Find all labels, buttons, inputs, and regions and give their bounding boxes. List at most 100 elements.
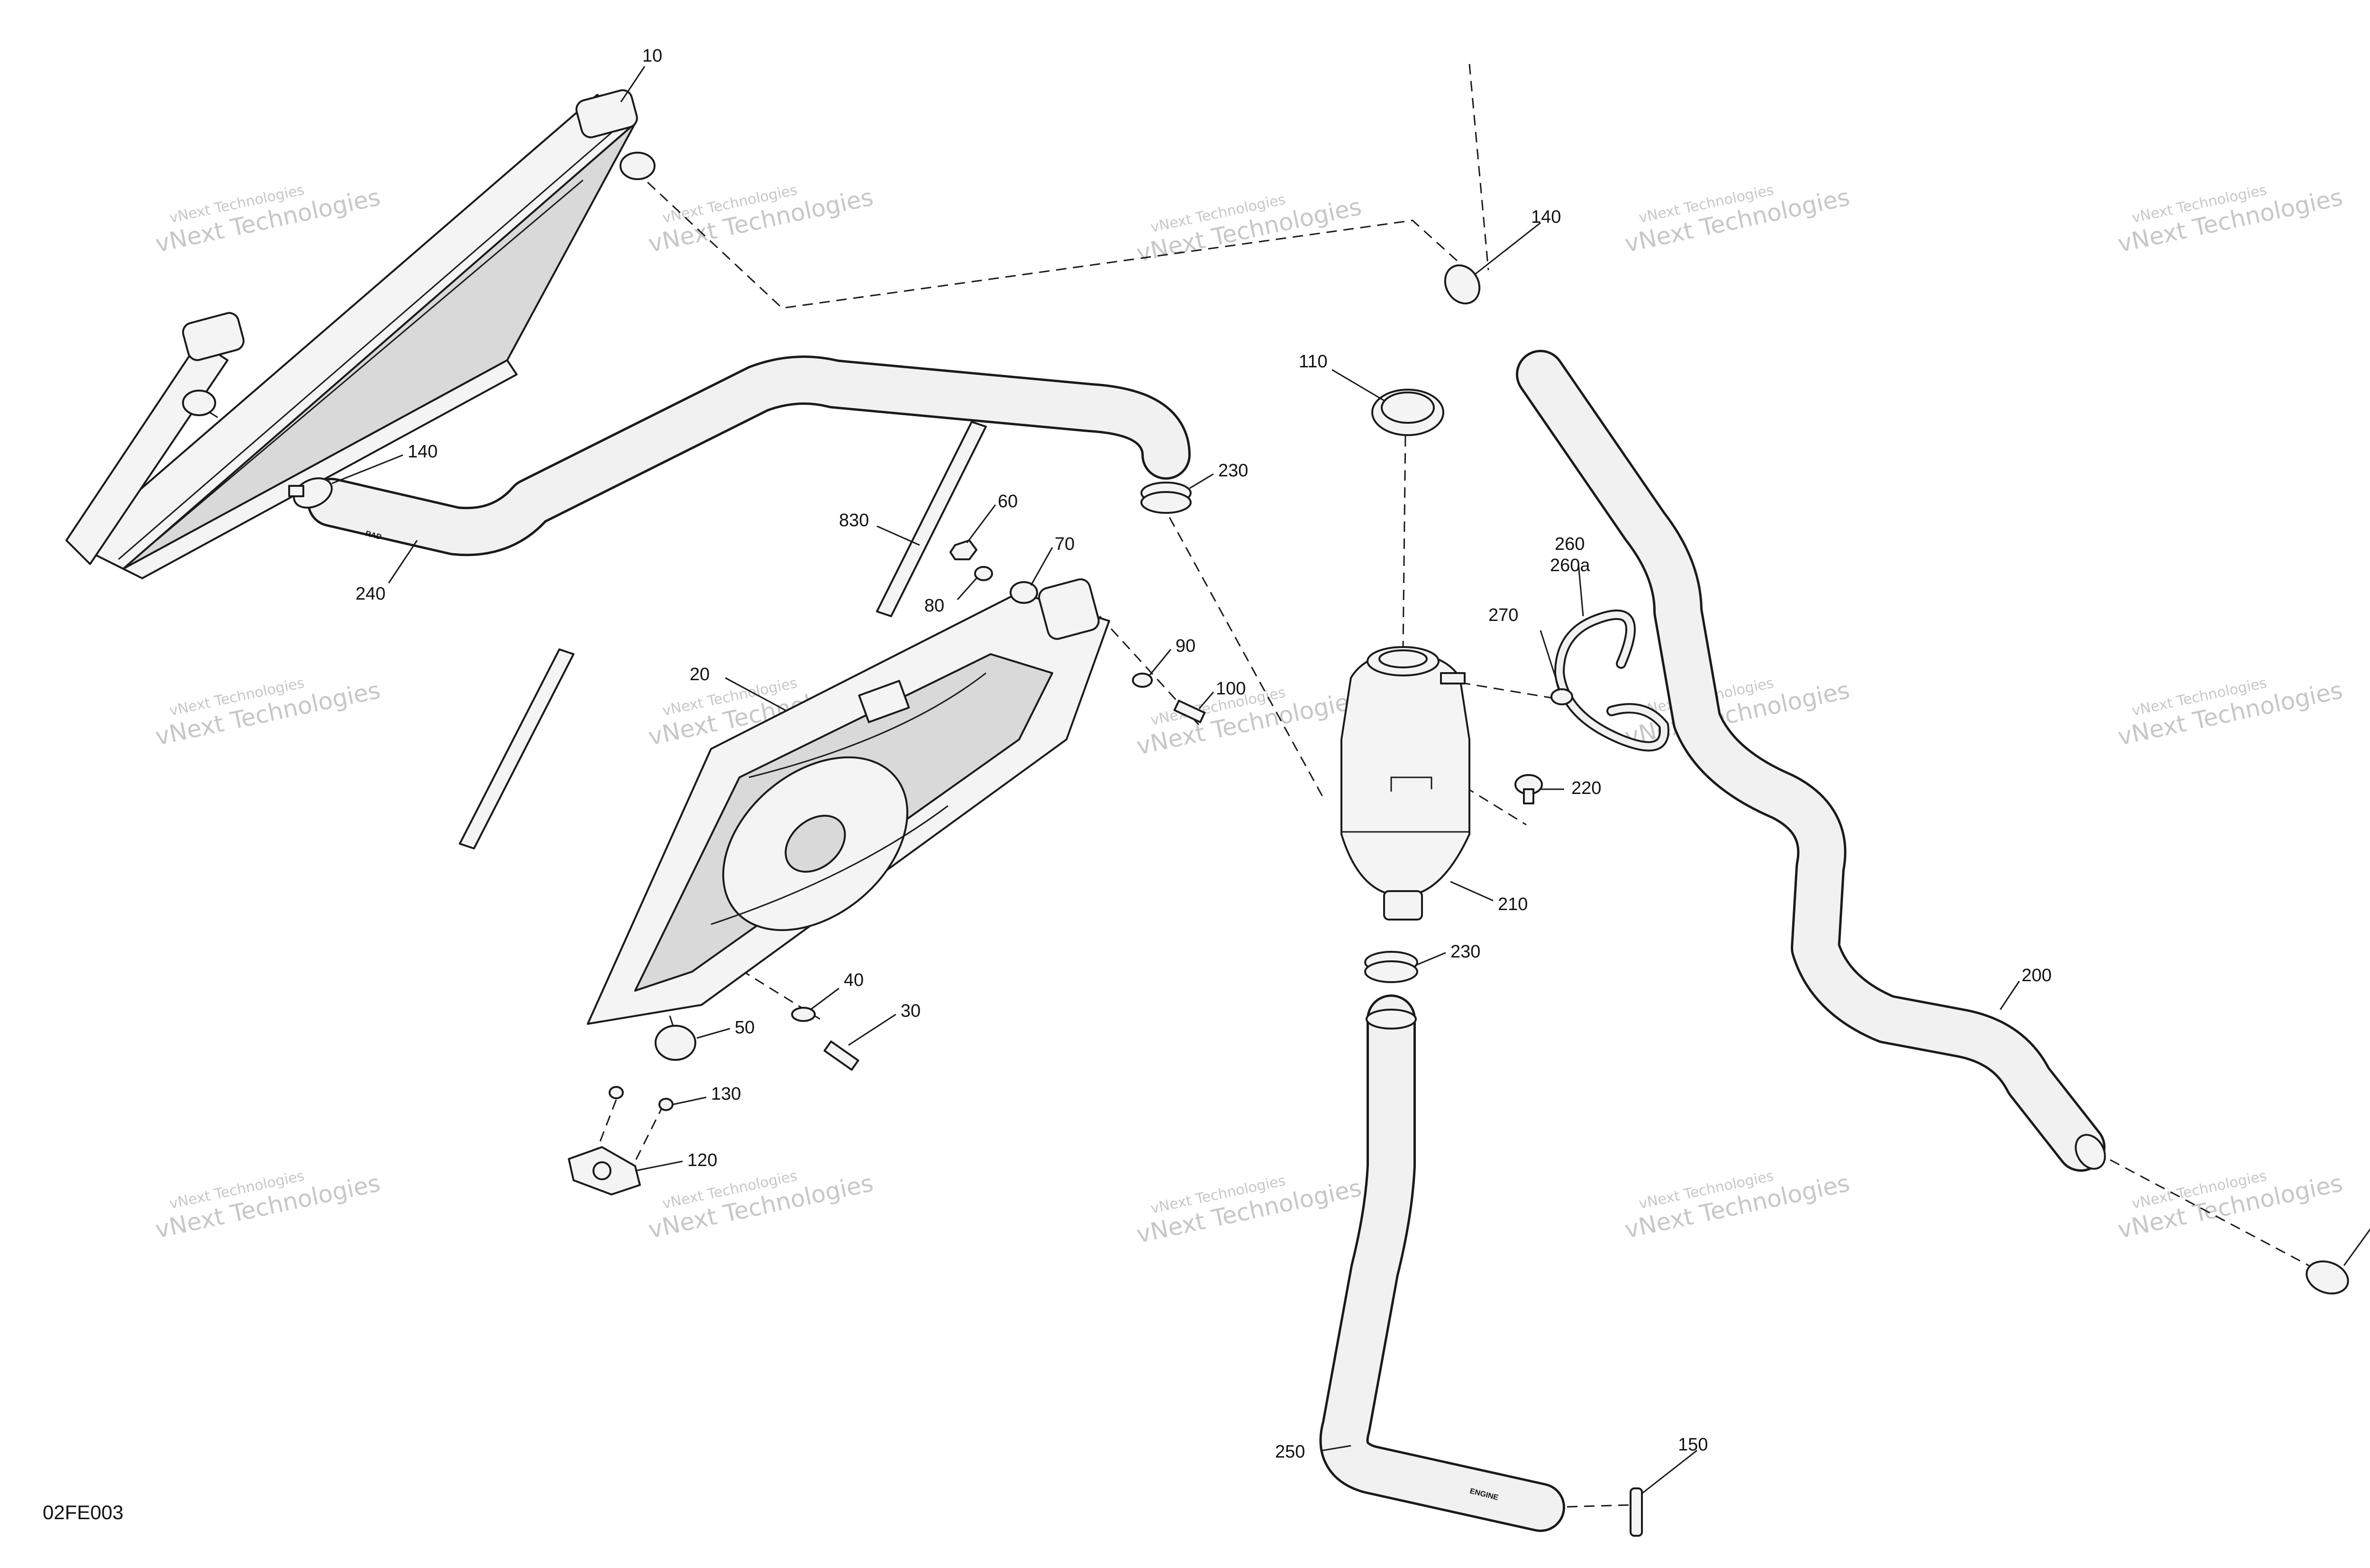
callout-230-upper: 230	[1218, 461, 1248, 481]
clamp-140-left[interactable]	[288, 473, 337, 513]
leader-160	[2343, 1228, 2370, 1266]
callout-90: 90	[1176, 636, 1195, 656]
rivet-220[interactable]	[1514, 774, 1543, 804]
callout-70: 70	[1055, 534, 1075, 554]
clamp-230-lower-ring-bottom	[1364, 960, 1418, 983]
leader-60	[966, 504, 996, 543]
plate-120[interactable]	[568, 1146, 641, 1195]
leader-270	[1540, 630, 1560, 690]
washer-90[interactable]	[1132, 673, 1153, 688]
radiator-cap-110[interactable]	[1371, 389, 1444, 436]
radiator-left-fitting	[182, 312, 245, 361]
clamp-230-upper[interactable]	[1140, 482, 1192, 514]
callout-40: 40	[844, 970, 864, 990]
diagram-code: 02FE003	[43, 1501, 123, 1523]
callout-60: 60	[998, 492, 1018, 511]
fan-motor-hub	[784, 814, 846, 873]
callout-20: 20	[690, 665, 710, 684]
dashed-line-nut-to-plate-2	[629, 1104, 665, 1171]
bolt-30[interactable]	[823, 1040, 859, 1071]
nut-130[interactable]	[609, 1086, 674, 1111]
radiator-outlet-neck	[182, 390, 216, 416]
radiator-top-fitting	[575, 89, 638, 138]
leader-250	[1322, 1445, 1351, 1451]
leader-100	[1198, 692, 1214, 709]
leader-140b	[1474, 222, 1541, 276]
clamp-150-body	[1630, 1487, 1643, 1537]
washer-40[interactable]	[791, 1007, 816, 1022]
fan-assembly[interactable]	[587, 577, 1110, 1025]
leader-230a	[1189, 473, 1214, 489]
callout-labels: 10 140 240 230 830 60 80 70 90 100 20 40…	[356, 46, 2051, 1462]
callout-830: 830	[839, 511, 869, 530]
washer-80-body	[974, 566, 993, 581]
callout-260: 260	[1555, 534, 1585, 554]
hose-250-end	[1366, 1009, 1417, 1030]
dashed-line-clamp-140	[1468, 64, 1489, 271]
hose-250-body	[1322, 997, 1563, 1530]
fan-wire-harness	[748, 672, 986, 778]
leader-260	[1577, 564, 1584, 617]
radiator-bottom-frame	[122, 359, 518, 579]
leader-110	[1331, 369, 1385, 401]
callout-210: 210	[1498, 894, 1528, 914]
clamp-140-right-body	[1444, 264, 1481, 305]
leader-80	[957, 578, 977, 600]
grommet-70[interactable]	[1010, 581, 1038, 604]
radiator-fin-line	[118, 132, 612, 560]
callout-100: 100	[1216, 679, 1246, 699]
foam-strip-830-lower	[459, 648, 574, 849]
radiator-hose-240[interactable]: RAD	[307, 356, 1191, 556]
clamp-160-body	[2306, 1260, 2349, 1295]
leader-240	[388, 540, 418, 583]
clamp-230-upper-ring-bottom	[1140, 491, 1192, 514]
clip-270[interactable]	[1550, 688, 1573, 705]
radiator[interactable]	[65, 88, 656, 579]
cap-110-top	[1381, 392, 1435, 424]
engine-hose-250[interactable]: ENGINE	[1319, 994, 1565, 1532]
foam-strip-830[interactable]	[459, 421, 987, 849]
overflow-hose-260[interactable]	[1554, 609, 1669, 752]
dashed-line-radiator-outlet	[194, 402, 332, 489]
clamp-230-lower[interactable]	[1364, 951, 1418, 983]
clamp-160[interactable]	[2302, 1256, 2352, 1299]
nut-130-a	[609, 1086, 624, 1099]
clamp-150[interactable]	[1630, 1487, 1643, 1537]
grommet-50[interactable]	[655, 1025, 696, 1061]
callout-80: 80	[924, 596, 944, 616]
expansion-tank-210[interactable]	[1340, 646, 1470, 921]
callout-30: 30	[901, 1001, 921, 1021]
radiator-inlet-neck	[620, 152, 656, 180]
callout-110: 110	[1299, 352, 1328, 372]
leader-150	[1642, 1449, 1697, 1494]
bolt-100[interactable]	[1173, 700, 1206, 723]
hose-240-body	[310, 358, 1188, 554]
dashed-line-radiator-to-clamp	[634, 170, 1463, 309]
leader-210	[1450, 881, 1494, 902]
tank-210-level-mark	[1390, 776, 1432, 792]
nut-130-b	[658, 1098, 674, 1111]
washer-80[interactable]	[974, 566, 993, 581]
leader-30	[848, 1013, 896, 1046]
leader-10	[620, 66, 646, 102]
engine-hose-200[interactable]	[1516, 350, 2111, 1174]
tank-210-filler-opening	[1378, 649, 1428, 668]
callout-150: 150	[1678, 1435, 1708, 1455]
leader-120	[635, 1160, 683, 1172]
tank-210-outlet	[1383, 890, 1423, 921]
clip-270-body	[1550, 688, 1573, 705]
radiator-fin-line	[156, 179, 583, 541]
clamp-140-right[interactable]	[1439, 259, 1486, 310]
leader-70	[1030, 547, 1053, 586]
nut-60[interactable]	[949, 539, 977, 560]
